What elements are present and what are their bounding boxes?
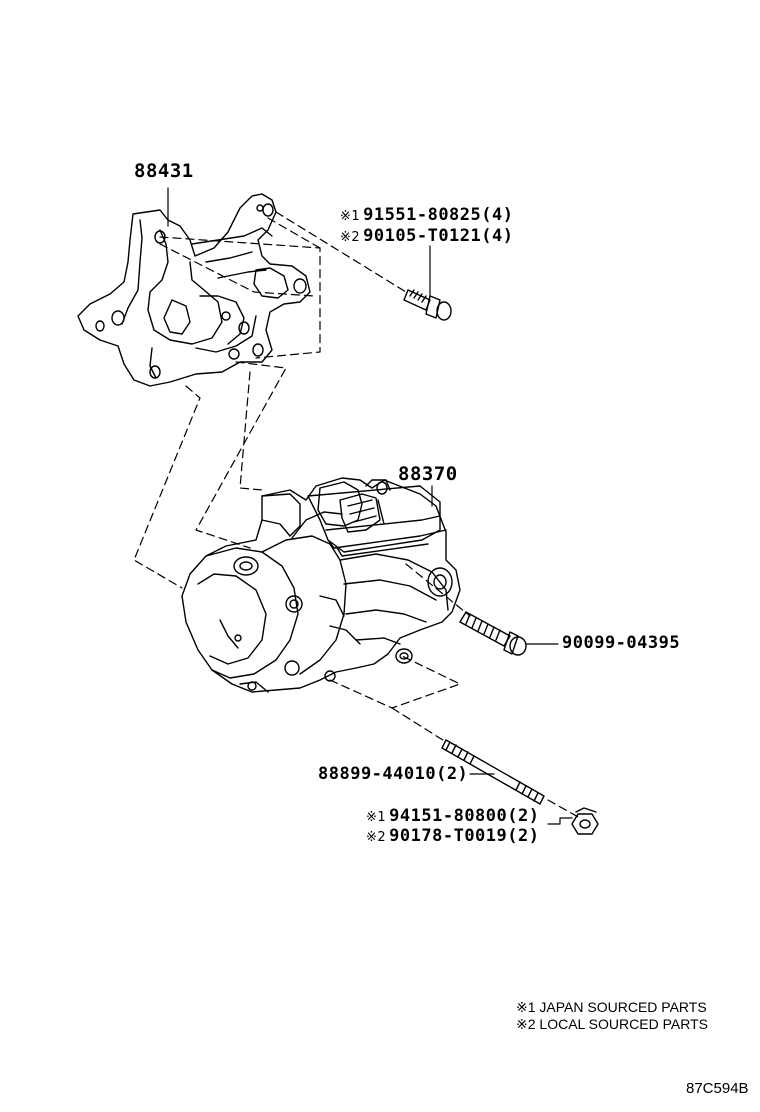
nut-2-number: 90178-T0019(2) (389, 826, 540, 846)
upper-bolt-1-number: 91551-80825(4) (363, 205, 514, 225)
bracket-drawing (77, 193, 311, 387)
label-compressor: 88370 (398, 463, 458, 485)
upper-bolt-2-number: 90105-T0121(4) (363, 226, 514, 246)
flange-nut (571, 807, 599, 835)
compressor-drawing (181, 477, 461, 693)
mark-2: ※2 (366, 830, 387, 845)
legend-japan-sourced: ※1 JAPAN SOURCED PARTS (516, 999, 707, 1015)
mark-1: ※1 (340, 209, 361, 224)
mark-1: ※1 (366, 810, 387, 825)
leader-nut (547, 817, 573, 825)
figure-code: 87C594B (686, 1080, 749, 1097)
nut-1-number: 94151-80800(2) (389, 806, 540, 826)
label-stud: 88899-44010(2) (318, 764, 469, 784)
legend-local-sourced: ※2 LOCAL SOURCED PARTS (516, 1016, 708, 1032)
mark-2: ※2 (340, 230, 361, 245)
assembly-guide-lines (133, 211, 581, 819)
label-side-bolt: 90099-04395 (562, 633, 681, 653)
upper-flange-bolt (403, 289, 452, 321)
label-bracket: 88431 (134, 160, 194, 182)
side-flange-bolt (459, 611, 527, 656)
stud-bolt (441, 739, 545, 805)
